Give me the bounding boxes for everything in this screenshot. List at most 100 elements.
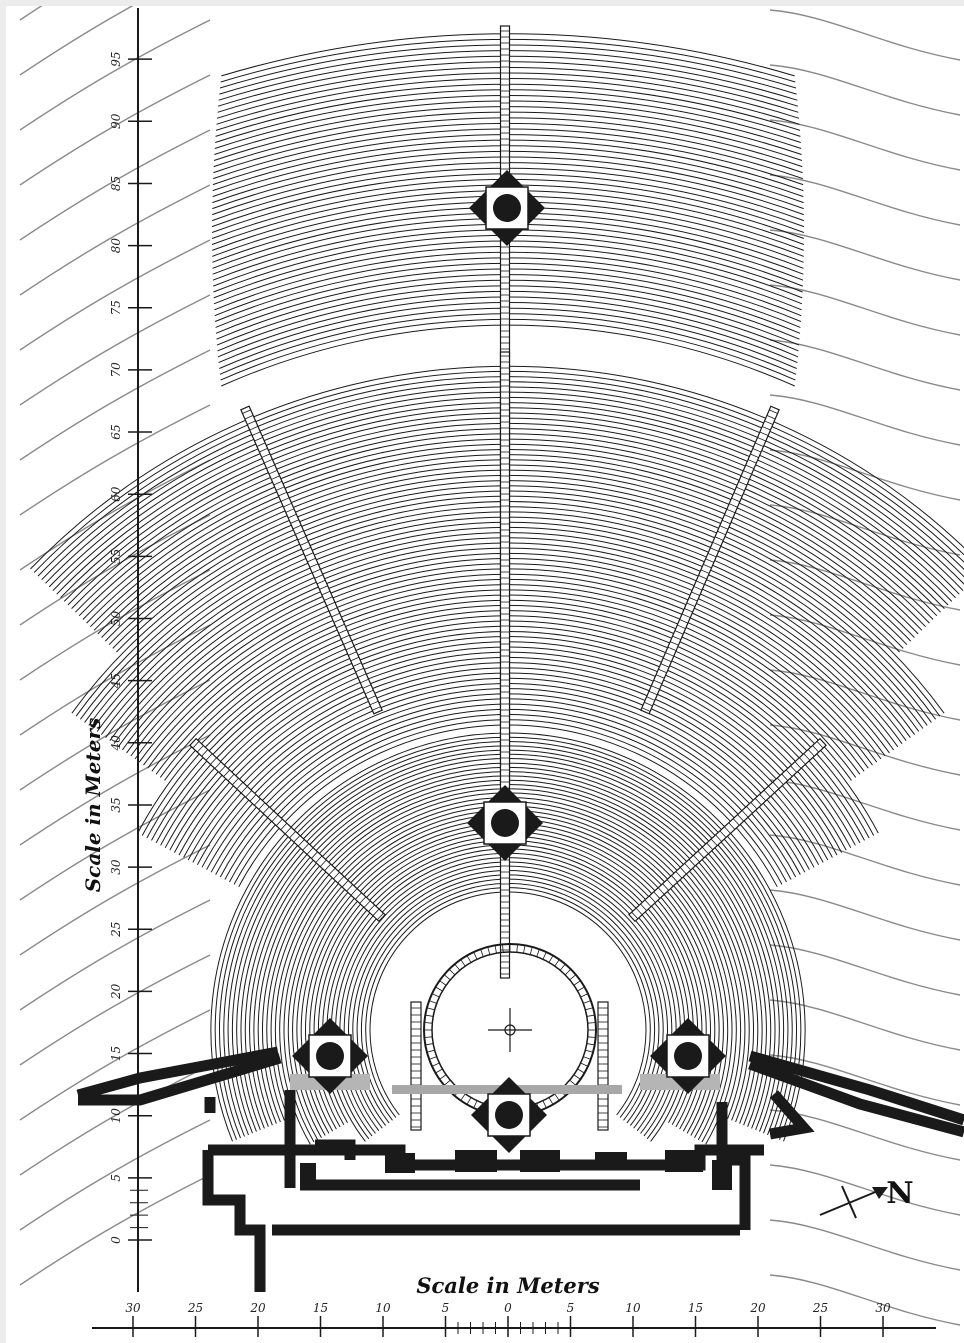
stair-step [261, 453, 271, 458]
marker-dot [491, 809, 519, 837]
stair-step [631, 911, 639, 920]
stair-step [350, 888, 358, 896]
stair-step [635, 907, 643, 915]
orchestra-tick [586, 1043, 595, 1046]
stair-step [777, 777, 784, 785]
stair-step [364, 689, 374, 695]
orchestra-tick [426, 1007, 435, 1011]
stair-step [210, 757, 217, 765]
stair-step [289, 831, 296, 839]
stair-step [707, 552, 717, 558]
stair-step [715, 834, 722, 842]
stair-step [355, 667, 364, 673]
stair-step [196, 745, 204, 753]
stair-step [254, 798, 261, 806]
vertical-scale-tick-label: 0 [109, 1236, 123, 1244]
contour-line [769, 779, 961, 831]
contour-line [19, 514, 211, 626]
orchestra-tick [542, 1100, 547, 1109]
stage-block [300, 1163, 316, 1188]
orchestra-tick [587, 1036, 596, 1038]
stage-wall [315, 1139, 356, 1160]
stair-step [338, 629, 348, 634]
stair-step [807, 749, 815, 757]
stair-step [733, 492, 743, 497]
stair-step [245, 790, 252, 798]
stair-step [662, 657, 672, 663]
horizontal-scale-tick-label: 5 [442, 1301, 450, 1315]
stair-step [698, 575, 707, 580]
stair-step [319, 859, 327, 867]
stair-step [336, 623, 345, 629]
orchestra-tick [573, 980, 581, 986]
horizontal-scale-tick-label: 15 [688, 1301, 703, 1315]
orchestra-tick [516, 944, 518, 953]
stair-step [254, 436, 263, 442]
stair-step [644, 899, 652, 907]
stair-step [672, 635, 681, 641]
stage-block [385, 1153, 415, 1173]
stair-step [283, 502, 292, 508]
orchestra-tick [583, 1056, 591, 1060]
stair-step [640, 903, 647, 911]
stair-step [357, 673, 367, 678]
vertical-scale-tick-label: 5 [109, 1174, 123, 1182]
orchestra-tick [487, 946, 491, 955]
marker-dot [495, 1101, 523, 1129]
stair-step [236, 782, 244, 790]
stair-step [731, 497, 740, 503]
orchestra-tick [460, 959, 466, 967]
stair-step [724, 514, 733, 519]
stair-step [297, 535, 307, 541]
contour-line [19, 459, 211, 571]
stair-step [679, 619, 689, 624]
horizontal-scale-tick-label: 0 [504, 1301, 512, 1315]
orchestra-tick [424, 1022, 433, 1024]
stair-step [710, 547, 719, 552]
stair-step [240, 786, 248, 794]
contour-line [769, 9, 961, 61]
orchestra-tick [580, 1062, 589, 1067]
contour-line [769, 174, 961, 226]
stair-step [205, 753, 213, 761]
orchestra-tick [587, 1022, 596, 1024]
contour-line [19, 184, 211, 296]
contour-line [19, 349, 211, 461]
orchestra-tick [466, 1097, 472, 1105]
stair-step [671, 875, 678, 883]
orchestra-tick [473, 951, 478, 960]
stair-step [201, 749, 209, 757]
vertical-scale-tick-label: 20 [109, 983, 123, 1000]
stair-step [271, 814, 279, 822]
stair-outline [640, 405, 780, 715]
orchestra-tick [586, 1014, 595, 1017]
stair-step [337, 876, 345, 884]
stair-step [644, 701, 653, 707]
stair-step [343, 640, 352, 645]
vertical-scale-tick-label: 90 [109, 113, 123, 129]
stair-step [297, 839, 305, 847]
contour-line [769, 119, 961, 171]
stair-step [293, 835, 301, 843]
stair-step [741, 810, 749, 818]
stair-step [227, 773, 235, 782]
stair-step [759, 431, 769, 436]
stair-step [376, 912, 384, 921]
stair-step [790, 765, 797, 773]
stair-step [688, 597, 698, 602]
stair-step [688, 859, 696, 867]
stair-step [653, 679, 663, 685]
orchestra-tick [425, 1014, 434, 1017]
stair-step [268, 469, 278, 475]
orchestra-tick [573, 1074, 581, 1080]
stair-step [214, 761, 222, 769]
stair-step [705, 558, 715, 563]
stair-step [732, 818, 740, 826]
vertical-scale-tick-label: 70 [109, 362, 123, 378]
stair-step [244, 414, 254, 420]
stair-step [249, 425, 259, 431]
contour-line [19, 294, 211, 406]
orchestra-tick [554, 959, 560, 967]
orchestra-tick [454, 963, 461, 971]
stair-step [665, 652, 674, 657]
